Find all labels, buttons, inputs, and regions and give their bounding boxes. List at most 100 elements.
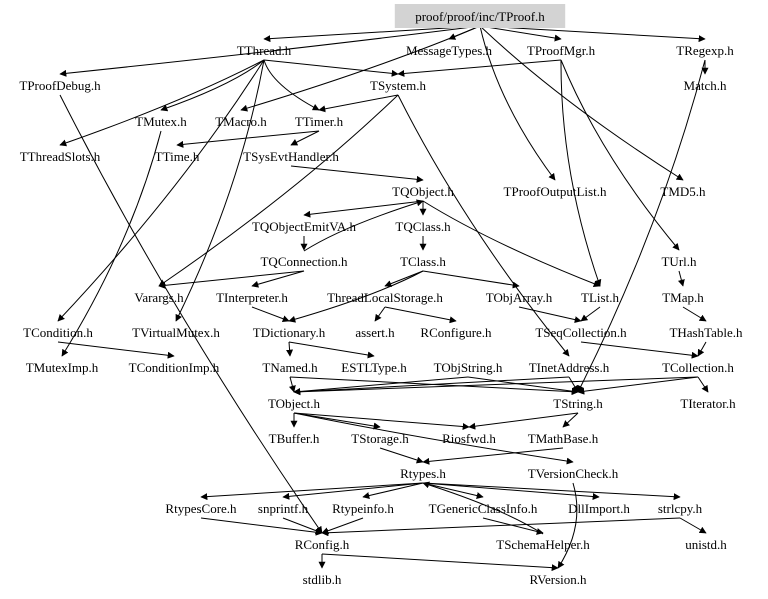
graph-node-strlcpy[interactable]: strlcpy.h [658,501,703,516]
graph-node-tconditionimp[interactable]: TConditionImp.h [129,360,220,375]
graph-node-tthreadslots[interactable]: TThreadSlots.h [20,149,101,164]
edge-tsystem-to-tinetaddress [397,94,570,357]
graph-node-tversioncheck[interactable]: TVersionCheck.h [528,466,619,481]
edge-tdictionary-to-tnamed [286,341,294,357]
graph-node-tlist[interactable]: TList.h [581,290,619,305]
graph-node-dllimport[interactable]: DllImport.h [568,501,630,516]
graph-node-tmacro[interactable]: TMacro.h [215,114,267,129]
graph-node-ttime[interactable]: TTime.h [155,149,200,164]
graph-node-assert[interactable]: assert.h [355,325,395,340]
edge-tinetaddress-to-tstring [568,376,579,393]
node-label: TUrl.h [661,254,697,269]
node-label: TStorage.h [351,431,409,446]
graph-node-rtypeinfo[interactable]: Rtypeinfo.h [332,501,394,516]
node-label: TQObject.h [392,184,454,199]
graph-node-tmutex[interactable]: TMutex.h [135,114,187,129]
graph-node-tinterpreter[interactable]: TInterpreter.h [216,290,288,305]
graph-node-tdictionary[interactable]: TDictionary.h [253,325,326,340]
node-label: snprintf.h [258,501,309,516]
graph-node-tsystem[interactable]: TSystem.h [370,78,426,93]
graph-node-tmd5[interactable]: TMD5.h [660,184,706,199]
graph-node-tclass[interactable]: TClass.h [400,254,446,269]
graph-node-tstorage[interactable]: TStorage.h [351,431,409,446]
node-label: TThread.h [237,43,292,58]
graph-node-tgenericclassinfo[interactable]: TGenericClassInfo.h [429,501,538,516]
graph-node-tsysevthandler[interactable]: TSysEvtHandler.h [243,149,339,164]
graph-node-titerator[interactable]: TIterator.h [680,396,736,411]
node-label: TNamed.h [262,360,318,375]
edge-rconfig-to-rversion [321,553,559,572]
node-label: TCollection.h [662,360,734,375]
graph-node-tregexp[interactable]: TRegexp.h [676,43,734,58]
root-node-box [394,4,566,28]
graph-node-tmap[interactable]: TMap.h [662,290,704,305]
graph-node-tqobject[interactable]: TQObject.h [392,184,454,199]
edge-tmutex-to-tmuteximp [61,130,162,357]
graph-node-riosfwd[interactable]: Riosfwd.h [442,431,496,446]
edge-threadlocalstorage-to-rconfigure [384,306,457,324]
graph-node-rtypescore[interactable]: RtypesCore.h [165,501,237,516]
graph-node-tobjarray[interactable]: TObjArray.h [486,290,553,305]
graph-node-match[interactable]: Match.h [684,78,727,93]
graph-node-tcondition[interactable]: TCondition.h [23,325,93,340]
graph-node-tobjstring[interactable]: TObjString.h [434,360,503,375]
graph-node-threadlocalstorage[interactable]: ThreadLocalStorage.h [327,290,443,305]
graph-node-snprintf[interactable]: snprintf.h [258,501,309,516]
node-label: TClass.h [400,254,446,269]
edge-rtypes-to-strlcpy [422,482,681,501]
graph-node-rversion[interactable]: RVersion.h [529,572,587,587]
graph-node-thashtable[interactable]: THashTable.h [669,325,743,340]
graph-node-tvirtualmutex[interactable]: TVirtualMutex.h [132,325,220,340]
node-label: TSystem.h [370,78,426,93]
graph-node-estltype[interactable]: ESTLType.h [341,360,407,375]
graph-node-tproofdebug[interactable]: TProofDebug.h [19,78,101,93]
node-label: TCondition.h [23,325,93,340]
graph-node-rtypes[interactable]: Rtypes.h [400,466,446,481]
graph-node-tqobjectemitva[interactable]: TQObjectEmitVA.h [252,219,357,234]
graph-node-tseqcollection[interactable]: TSeqCollection.h [535,325,627,340]
edge-tthread-to-ttimer [263,59,320,111]
node-label: TBuffer.h [269,431,320,446]
graph-node-tthread[interactable]: TThread.h [237,43,292,58]
node-label: TObject.h [268,396,321,411]
graph-node-tqclass[interactable]: TQClass.h [395,219,451,234]
edge-tgenericclassinfo-to-tschemahelper [482,517,544,535]
graph-node-tbuffer[interactable]: TBuffer.h [269,431,320,446]
graph-node-tproofmgr[interactable]: TProofMgr.h [527,43,596,58]
graph-node-varargs[interactable]: Varargs.h [134,290,184,305]
graph-node-stdlib[interactable]: stdlib.h [303,572,342,587]
graph-node-unistd[interactable]: unistd.h [685,537,727,552]
graph-node-tschemahelper[interactable]: TSchemaHelper.h [496,537,590,552]
edge-tproofdebug-to-rconfig [59,94,323,534]
graph-node-tobject[interactable]: TObject.h [268,396,321,411]
graph-node-tproofoutputlist[interactable]: TProofOutputList.h [504,184,607,199]
graph-node-tinetaddress[interactable]: TInetAddress.h [529,360,610,375]
graph-node-tproof[interactable]: proof/proof/inc/TProof.h [394,4,566,28]
graph-node-tnamed[interactable]: TNamed.h [262,360,318,375]
node-label: TSchemaHelper.h [496,537,590,552]
graph-node-tqconnection[interactable]: TQConnection.h [260,254,348,269]
edge-tinterpreter-to-tdictionary [251,306,290,323]
graph-node-tcollection[interactable]: TCollection.h [662,360,734,375]
edge-strlcpy-to-rconfig [321,517,681,537]
node-label: TMD5.h [660,184,706,199]
node-label: TVersionCheck.h [528,466,619,481]
node-label: TList.h [581,290,619,305]
node-label: ESTLType.h [341,360,407,375]
node-label: unistd.h [685,537,727,552]
graph-node-rconfigure[interactable]: RConfigure.h [420,325,492,340]
graph-node-turl[interactable]: TUrl.h [661,254,697,269]
graph-node-tmathbase[interactable]: TMathBase.h [528,431,599,446]
graph-node-rconfig[interactable]: RConfig.h [295,537,350,552]
edge-tsystem-to-varargs [158,94,399,287]
graph-node-tmuteximp[interactable]: TMutexImp.h [26,360,99,375]
graph-node-messagetypes[interactable]: MessageTypes.h [406,43,493,58]
graph-node-tstring[interactable]: TString.h [553,396,603,411]
edge-turl-to-tmap [677,270,685,287]
graph-node-ttimer[interactable]: TTimer.h [295,114,344,129]
edge-tobject-to-tversioncheck [293,412,574,465]
edge-tcollection-to-tobject [293,376,699,396]
node-label: TProofOutputList.h [504,184,607,199]
edge-tproof-to-tmd5 [479,25,684,181]
edge-tobjstring-to-tobject [293,376,469,395]
